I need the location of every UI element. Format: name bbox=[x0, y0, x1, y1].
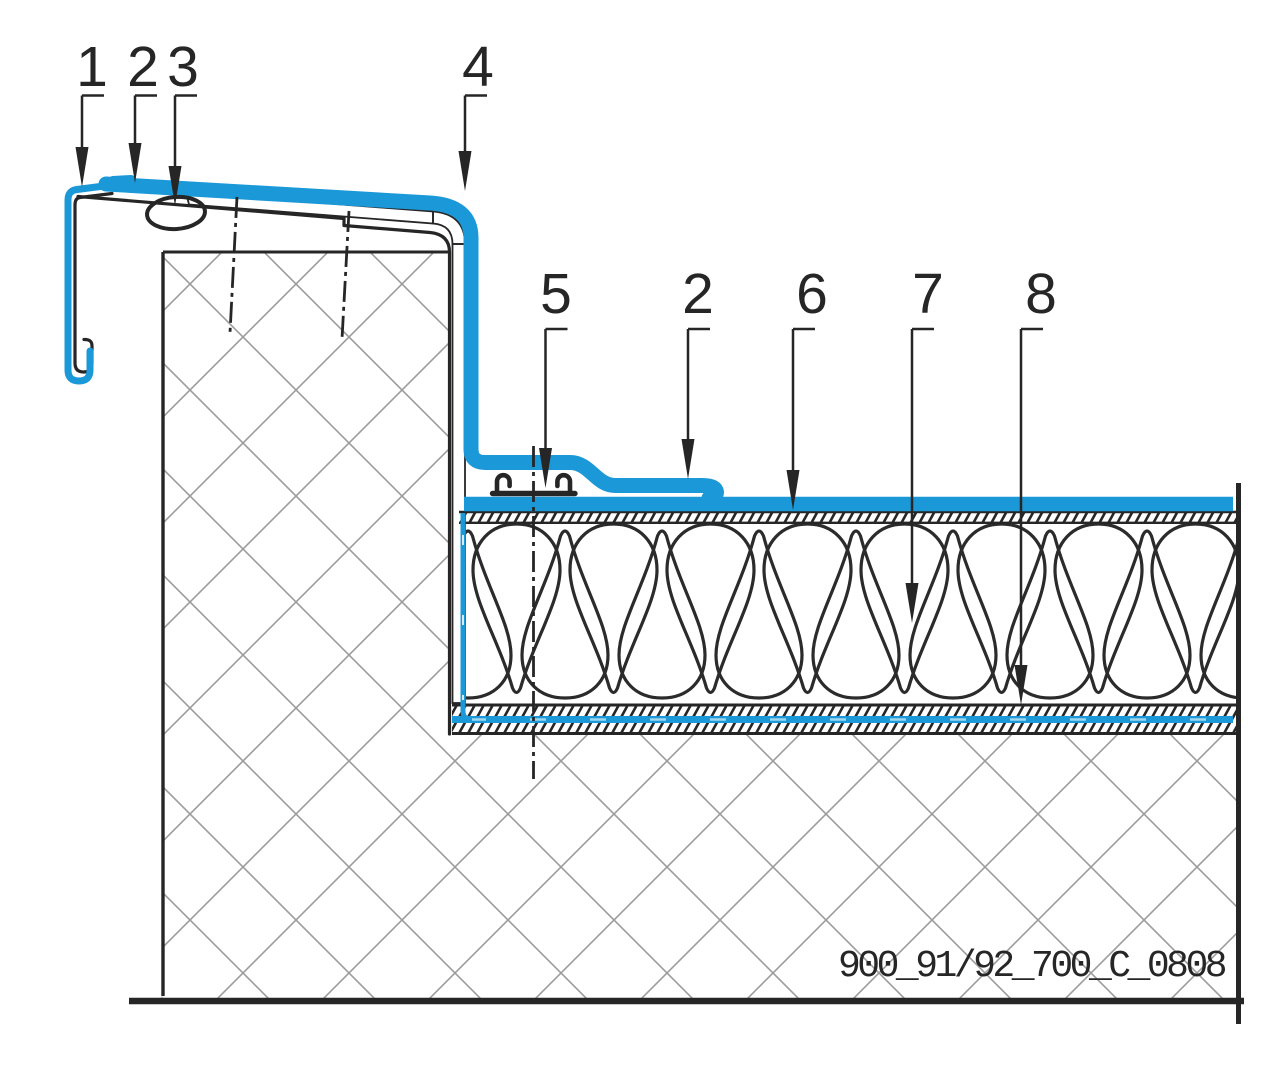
callout-7-arrowhead bbox=[905, 583, 919, 623]
callout-6-arrowhead bbox=[786, 470, 800, 510]
callout-4-label: 4 bbox=[462, 35, 494, 99]
waterproof-membrane bbox=[64, 175, 1233, 512]
callout-1-label: 1 bbox=[76, 35, 108, 99]
callout-6-label: 6 bbox=[796, 262, 828, 326]
membrane-parapet-run bbox=[98, 176, 724, 506]
callout-2-label: 2 bbox=[127, 35, 159, 99]
insulation-layer bbox=[466, 519, 1236, 703]
callout-2-arrowhead bbox=[128, 143, 142, 183]
drawing-code: 900_91/92_700_C_0808 bbox=[838, 945, 1226, 988]
callout-8-label: 8 bbox=[1025, 262, 1057, 326]
callout-5-label: 5 bbox=[540, 262, 572, 326]
membrane-drip-edge bbox=[64, 182, 112, 385]
wall-outline bbox=[161, 250, 449, 996]
callout-5: 5 bbox=[539, 262, 572, 488]
callout-2b: 2 bbox=[681, 262, 714, 479]
callout-8: 8 bbox=[1014, 262, 1057, 705]
callout-5-arrowhead bbox=[539, 448, 552, 488]
callout-8-arrowhead bbox=[1014, 665, 1028, 705]
metal-coping-profile bbox=[73, 191, 452, 736]
vapour-barrier-upstand bbox=[460, 513, 473, 722]
membrane-edge-bead bbox=[108, 175, 136, 185]
callout-7-label: 7 bbox=[912, 262, 944, 326]
callout-3-label: 3 bbox=[167, 35, 199, 99]
callout-7: 7 bbox=[905, 262, 944, 623]
callout-1: 1 bbox=[75, 35, 108, 187]
separation-board-layer bbox=[459, 510, 1236, 524]
vapour-barrier-layer bbox=[452, 703, 1236, 735]
callout-2: 2 bbox=[127, 35, 159, 183]
masonry-structure bbox=[161, 253, 1238, 998]
callout-3: 3 bbox=[167, 35, 199, 206]
callout-4: 4 bbox=[458, 35, 494, 191]
section-boundary bbox=[129, 483, 1244, 1024]
callout-2b-arrowhead bbox=[681, 439, 695, 479]
centre-lines bbox=[228, 196, 535, 779]
callout-3-arrowhead bbox=[168, 166, 182, 206]
callout-4-arrowhead bbox=[458, 151, 472, 191]
callout-6: 6 bbox=[786, 262, 828, 510]
callout-1-arrowhead bbox=[75, 147, 89, 187]
callout-2b-label: 2 bbox=[682, 262, 714, 326]
